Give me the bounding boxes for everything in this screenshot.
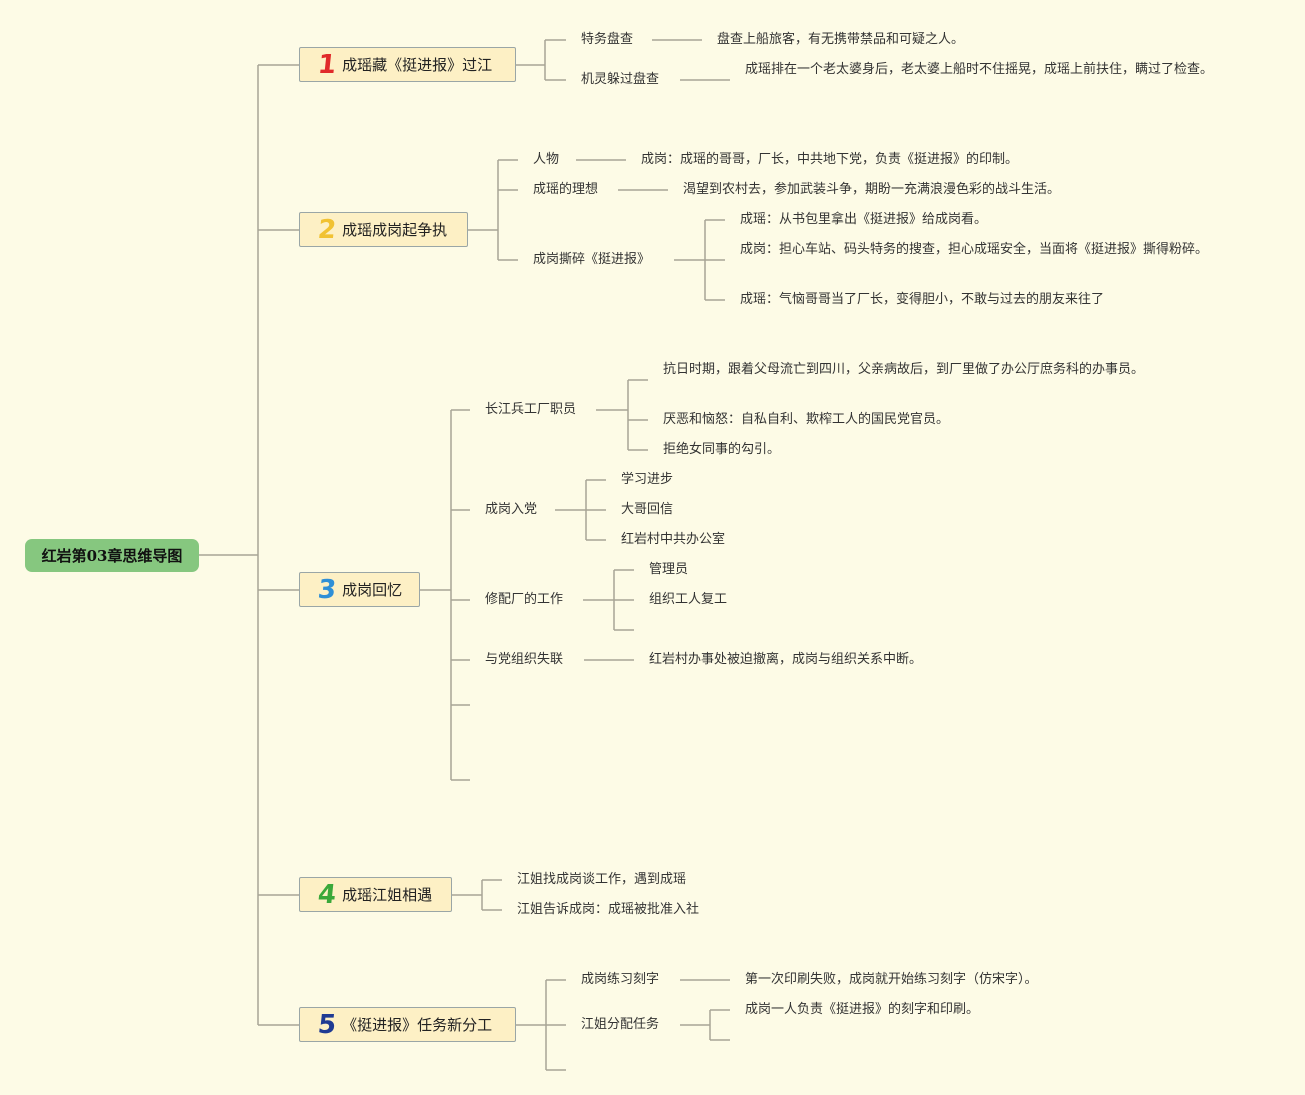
b5-sub-2-1[interactable]: 成岗一人负责《挺进报》的刻字和印刷。	[745, 1002, 980, 1017]
number-3-icon: 3	[316, 574, 338, 605]
number-5-icon: 5	[316, 1009, 338, 1040]
b1-item-2-detail[interactable]: 成瑶排在一个老太婆身后，老太婆上船时不住摇晃，成瑶上前扶住，瞒过了检查。	[745, 62, 1214, 77]
b5-item-1-detail[interactable]: 第一次印刷失败，成岗就开始练习刻字（仿宋字）。	[745, 972, 1038, 987]
b4-item-2[interactable]: 江姐告诉成岗：成瑶被批准入社	[517, 902, 700, 917]
b2-sub-3[interactable]: 成瑶：气恼哥哥当了厂长，变得胆小，不敢与过去的朋友来往了	[740, 292, 1105, 307]
b3-item-4[interactable]: 与党组织失联	[485, 652, 564, 667]
b3-item-1[interactable]: 长江兵工厂职员	[485, 402, 577, 417]
branch-5-label: 《挺进报》任务新分工	[342, 1016, 493, 1034]
root-node[interactable]: 红岩第03章思维导图	[25, 539, 199, 572]
branch-5-node[interactable]: 5 《挺进报》任务新分工	[299, 1007, 516, 1042]
b3-sub-1-3[interactable]: 拒绝女同事的勾引。	[663, 442, 781, 457]
b3-sub-bracket-1	[596, 379, 648, 451]
b5-bracket	[516, 979, 566, 1071]
b3-sub-1-1[interactable]: 抗日时期，跟着父母流亡到四川，父亲病故后，到厂里做了办公厅庶务科的办事员。	[663, 362, 1145, 377]
b1-item-2[interactable]: 机灵躲过盘查	[581, 72, 660, 87]
b3-item-3[interactable]: 修配厂的工作	[485, 592, 564, 607]
b2-sub-1[interactable]: 成瑶：从书包里拿出《挺进报》给成岗看。	[740, 212, 988, 227]
b4-item-1[interactable]: 江姐找成岗谈工作，遇到成瑶	[517, 872, 687, 887]
b3-bracket	[420, 409, 470, 781]
b2-item-2[interactable]: 成瑶的理想	[533, 182, 599, 197]
branch-3-node[interactable]: 3 成岗回忆	[299, 572, 420, 607]
b1-item-1[interactable]: 特务盘查	[581, 32, 634, 47]
b2-sub-2[interactable]: 成岗：担心车站、码头特务的搜查，担心成瑶安全，当面将《挺进报》撕得粉碎。	[740, 242, 1209, 257]
number-2-icon: 2	[316, 214, 338, 245]
b4-bracket	[452, 879, 502, 911]
b3-sub-bracket-2	[555, 479, 606, 541]
number-1-icon: 1	[316, 49, 338, 80]
b3-item-4-detail[interactable]: 红岩村办事处被迫撤离，成岗与组织关系中断。	[649, 652, 923, 667]
branch-1-node[interactable]: 1 成瑶藏《挺进报》过江	[299, 47, 516, 82]
number-4-icon: 4	[316, 879, 338, 910]
b3-sub-2-2[interactable]: 大哥回信	[621, 502, 674, 517]
b2-item-1[interactable]: 人物	[533, 152, 560, 167]
branch-2-node[interactable]: 2 成瑶成岗起争执	[299, 212, 468, 247]
b3-sub-3-2[interactable]: 组织工人复工	[649, 592, 728, 607]
branch-2-label: 成瑶成岗起争执	[342, 221, 448, 239]
b3-item-2[interactable]: 成岗入党	[485, 502, 538, 517]
b3-sub-2-1[interactable]: 学习进步	[621, 472, 674, 487]
branch-4-label: 成瑶江姐相遇	[342, 886, 433, 904]
b2-item-1-detail[interactable]: 成岗：成瑶的哥哥，厂长，中共地下党，负责《挺进报》的印制。	[641, 152, 1019, 167]
b3-sub-bracket-3	[583, 569, 634, 631]
b3-sub-2-3[interactable]: 红岩村中共办公室	[621, 532, 726, 547]
branch-3-label: 成岗回忆	[342, 581, 403, 599]
branch-4-node[interactable]: 4 成瑶江姐相遇	[299, 877, 452, 912]
b5-sub-bracket	[680, 1009, 730, 1041]
b3-sub-1-2[interactable]: 厌恶和恼怒：自私自利、欺榨工人的国民党官员。	[663, 412, 950, 427]
b1-bracket	[516, 39, 566, 81]
b5-item-1[interactable]: 成岗练习刻字	[581, 972, 660, 987]
b2-item-3[interactable]: 成岗撕碎《挺进报》	[533, 252, 651, 267]
b2-sub-bracket	[674, 219, 725, 301]
b2-bracket	[468, 159, 518, 261]
branch-1-label: 成瑶藏《挺进报》过江	[342, 56, 493, 74]
b1-item-1-detail[interactable]: 盘查上船旅客，有无携带禁品和可疑之人。	[717, 32, 965, 47]
b3-sub-3-1[interactable]: 管理员	[649, 562, 689, 577]
b5-item-2[interactable]: 江姐分配任务	[581, 1017, 660, 1032]
b2-item-2-detail[interactable]: 渴望到农村去，参加武装斗争，期盼一充满浪漫色彩的战斗生活。	[683, 182, 1061, 197]
